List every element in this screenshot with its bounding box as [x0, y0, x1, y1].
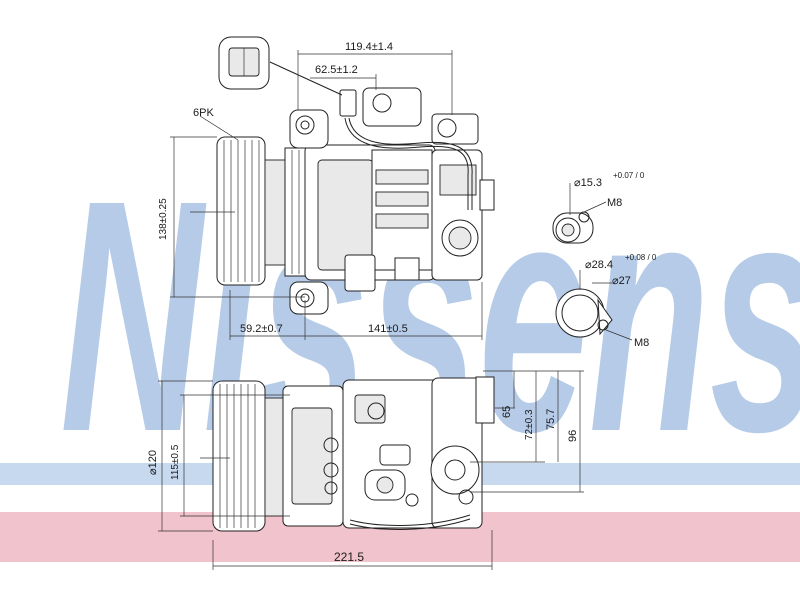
- connector-plug-icon: [218, 36, 343, 96]
- dim-large-port-dia: ⌀28.4: [585, 259, 613, 271]
- pulley-front: [212, 380, 284, 532]
- large-port-detail: ⌀28.4 +0.08 / 0 ⌀27 M8: [555, 253, 657, 349]
- dim-connector-offset: 62.5±1.2: [315, 64, 358, 76]
- dim-overall-length: 221.5: [334, 550, 364, 564]
- pulley-side: [216, 136, 286, 286]
- dim-large-port-tol: +0.08 / 0: [625, 253, 657, 262]
- top-fittings: [339, 87, 479, 210]
- bottom-view: ⌀120 115±0.5 65 72±0.3 75.7 96 221.5: [147, 370, 584, 570]
- dim-small-port-tol: +0.07 / 0: [613, 171, 645, 180]
- dim-large-port-thread: M8: [634, 337, 649, 349]
- compressor-body-side: [289, 109, 495, 315]
- dim-pulley-offset: 59.2±0.7: [240, 323, 283, 335]
- dim-belt: 6PK: [193, 107, 214, 119]
- dim-body-length: 141±0.5: [368, 323, 408, 335]
- dim-pulley-dia: ⌀120: [147, 450, 159, 475]
- bottom-dimension-lines: [158, 370, 584, 570]
- dim-large-port-inner: ⌀27: [612, 275, 631, 287]
- compressor-body-front: [282, 376, 495, 530]
- dim-72: 72±0.3: [524, 409, 535, 440]
- dim-65: 65: [501, 406, 513, 418]
- dim-small-port-thread: M8: [607, 197, 622, 209]
- dim-75-7: 75.7: [545, 409, 557, 430]
- dim-small-port-dia: ⌀15.3: [574, 177, 602, 189]
- dim-96: 96: [567, 430, 579, 442]
- top-view: 119.4±1.4 62.5±1.2 6PK 138±0.25 59.2±0.7…: [158, 36, 495, 340]
- small-port-detail: ⌀15.3 +0.07 / 0 M8: [552, 171, 645, 244]
- dim-top-width: 119.4±1.4: [345, 41, 393, 53]
- dim-mount-height: 115±0.5: [170, 444, 181, 480]
- top-dimension-lines: [170, 50, 483, 340]
- dim-height: 138±0.25: [158, 198, 169, 240]
